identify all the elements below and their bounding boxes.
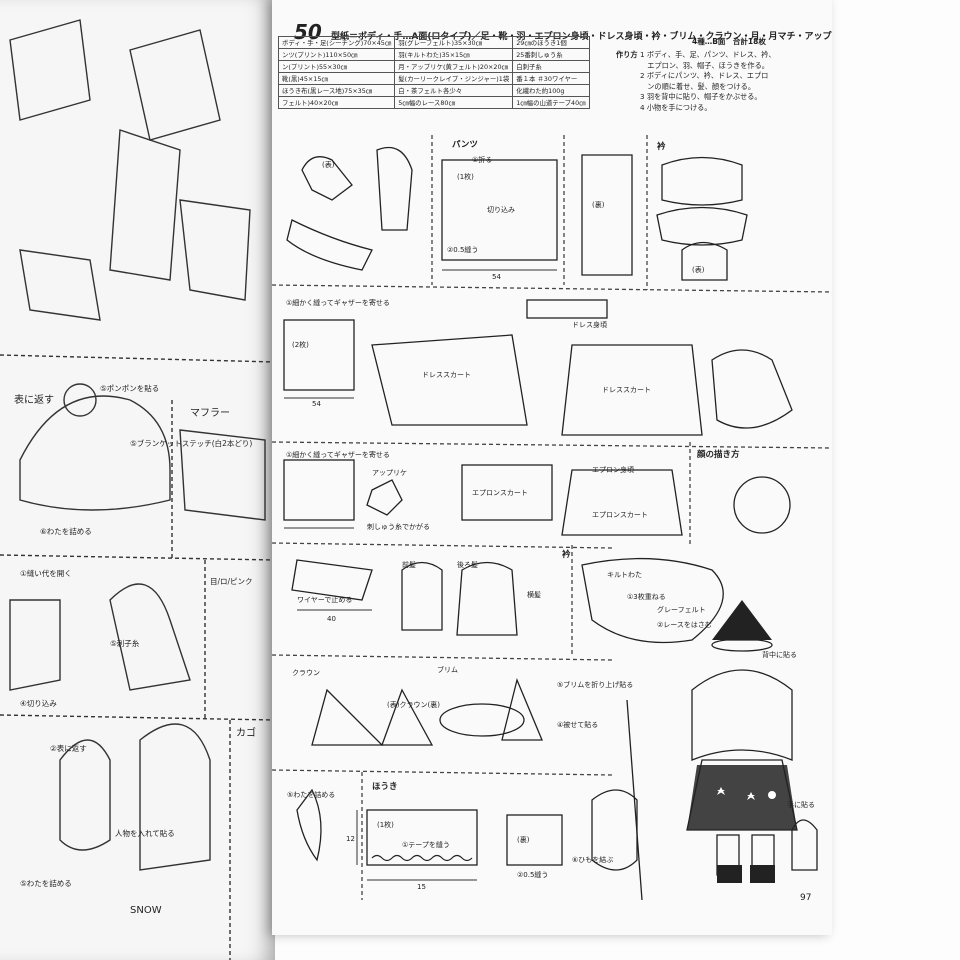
method-step: エプロン、羽、帽子、ほうきを作る。 (640, 60, 769, 70)
apron-gather-label: ①細かく縫ってギャザーを寄せる (286, 451, 390, 459)
left-label-cotton: ⑥わたを詰める (40, 527, 92, 536)
pants-fold-label: ①折る (472, 156, 493, 164)
left-label-pompom: ⑤ポンポンを貼る (100, 384, 160, 393)
broom-sheet-label: (1枚) (377, 821, 394, 829)
left-label-turn: 表に返す (14, 395, 54, 406)
method-step: 2 ボディにパンツ、衿、ドレス、エプロ (640, 71, 769, 80)
hair-side-label: 横髪 (527, 591, 541, 599)
pants-cut-label: 切り込み (487, 206, 515, 214)
method-step: 3 羽を背中に貼り、帽子をかぶせる。 (640, 92, 762, 101)
section-broom: ほうき (372, 782, 398, 792)
hand-paste-label: 手に貼る (787, 801, 815, 809)
section-grid (272, 135, 832, 901)
collar-omote-label: (表) (692, 266, 705, 274)
applique-label: アップリケ (372, 469, 407, 477)
hair-front-label: 前髪 (402, 561, 416, 569)
left-label-stuff: ⑤わたを詰める (20, 879, 72, 888)
three-label: ①3枚重ねる (627, 593, 666, 601)
right-page: 50 型紙＝ボディ・手…A面(ロタイプ)／足・靴・羽・エプロン身頃・ドレス身頃・… (272, 0, 832, 935)
apron-skirt-label: エプロンスカート (472, 489, 528, 497)
dress-body-label: ドレス身頃 (572, 321, 607, 329)
left-label-sashiko: ⑤刺子糸 (110, 639, 140, 648)
left-label-turnover: ②表に返す (50, 744, 87, 753)
method-step: 4 小物を手につける。 (640, 102, 712, 112)
method-step: 1 ボディ、手、足、パンツ、ドレス、衿、 (640, 50, 776, 59)
apron-skirt-label-2: エプロンスカート (592, 511, 648, 519)
section-collar-2: 衿 (562, 550, 571, 560)
materials-cell: 1㎝幅の山道テープ40㎝ (512, 96, 590, 109)
section-collar: 衿 (657, 142, 666, 152)
left-page: 表に返す ⑤ポンポンを貼る ⑥わたを詰める ⑤ブランケットステッチ(白2本どり)… (0, 0, 275, 960)
crown-label: クラウン (292, 669, 320, 677)
wire-label: ワイヤーで止める (297, 596, 353, 604)
tape-sew-label: ①テープを縫う (402, 841, 450, 849)
hair-dim-40: 40 (327, 615, 336, 623)
gray-felt-label: グレーフェルト (657, 606, 706, 614)
left-label-face: 目/ロ/ピンク (210, 577, 253, 586)
pants-dim-54: 54 (492, 273, 501, 281)
method-step: ンの順に着せ、髪、顔をつける。 (640, 81, 756, 91)
crown-omote-label: (表)クラウン(裏) (387, 701, 440, 709)
broom-sew-label: ②0.5縫う (517, 871, 549, 879)
left-label-sew-allow: ①縫い代を開く (20, 569, 72, 578)
left-page-drawings (0, 19, 275, 960)
brim-paste-label: ⑤ブリムを折り上げ貼る (557, 681, 634, 689)
section-face: 顔の描き方 (697, 450, 740, 460)
dress-dim-54: 54 (312, 400, 321, 408)
apron-body-label: エプロン身頃 (592, 466, 634, 474)
left-label-snow: SNOW (130, 905, 162, 916)
dress-sheet-label: (2枚) (292, 341, 309, 349)
quilt-label: キルトわた (607, 571, 642, 579)
page-number: 97 (800, 893, 812, 903)
left-label-paste-in: 人物を入れて貼る (115, 829, 175, 838)
brim-label: ブリム (437, 666, 458, 674)
dress-skirt-label: ドレススカート (422, 371, 471, 379)
dress-skirt-label-2: ドレススカート (602, 386, 651, 394)
tie-label: ⑥ひもを結ぶ (572, 856, 614, 864)
materials-cell: フェルト)40×20㎝ (277, 96, 396, 109)
broom-ura-label: (裏) (517, 836, 530, 844)
section-basket: カゴ (236, 728, 256, 739)
method-label: 作り方 (616, 50, 638, 59)
pants-sew-label: ②0.5縫う (447, 246, 479, 254)
moon-stuff-label: ⑤わたを詰める (287, 791, 336, 799)
embroidery-label: 刺しゅう糸でかがる (367, 523, 430, 531)
broom-dim-12: 12 (346, 835, 355, 843)
pants-sheet-label: (1枚) (457, 173, 474, 181)
left-label-cut-in: ④切り込み (20, 699, 57, 708)
section-muffler: マフラー (190, 408, 230, 419)
hair-back-label: 後ろ髪 (457, 561, 478, 569)
broom-dim-15: 15 (417, 883, 426, 891)
method-steps: 作り方 1 ボディ、手、足、パンツ、ドレス、衿、 エプロン、羽、帽子、ほうきを作… (616, 50, 776, 113)
pants-ura-label: (裏) (592, 201, 605, 209)
shoe-omote-label: (表) (322, 161, 335, 169)
back-paste-label: 背中に貼る (762, 651, 797, 659)
gather-label: ①細かく縫ってギャザーを寄せる (286, 299, 390, 307)
left-label-blanket: ⑤ブランケットステッチ(白2本どり) (130, 439, 253, 448)
section-pants: パンツ (452, 140, 478, 150)
lace-label: ②レースをはさむ (657, 621, 712, 629)
pattern-subtitle: 4種…B面 合計18枚 (692, 37, 766, 46)
cover-paste-label: ④被せて貼る (557, 721, 599, 729)
